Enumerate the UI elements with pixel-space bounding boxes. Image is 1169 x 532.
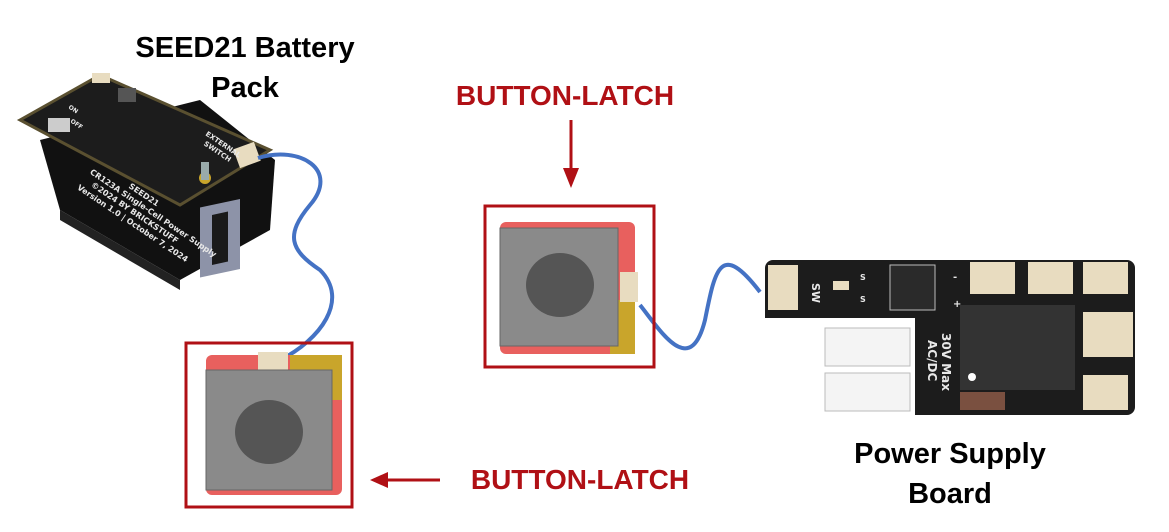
pcb-s1-text: S xyxy=(860,273,866,282)
button-latch-top-label: BUTTON-LATCH xyxy=(455,80,675,111)
battery-pack-illustration: SEED21 CR123A Single-Cell Power Supply ©… xyxy=(16,73,275,290)
wire-battery-to-latch xyxy=(257,152,335,362)
button-latch-bottom-label: BUTTON-LATCH xyxy=(470,464,690,495)
battery-pack-label: SEED21 Battery Pack xyxy=(135,32,355,104)
button-latch-bottom-illustration xyxy=(184,341,354,509)
power-supply-board-illustration: SW S S - + 30V Max AC/DC xyxy=(765,260,1135,418)
pcb-rating-text: 30V Max xyxy=(939,333,953,391)
pcb-type-text: AC/DC xyxy=(925,340,939,381)
arrow-down-icon xyxy=(563,120,579,188)
pcb-plus-text: + xyxy=(953,299,961,310)
wire-latch-to-board xyxy=(638,262,762,351)
button-latch-top-illustration xyxy=(483,204,656,369)
pcb-on-text: ON xyxy=(67,104,79,115)
power-supply-board-label: Power Supply Board xyxy=(854,438,1046,510)
pcb-sw-text: SW xyxy=(809,283,822,303)
pcb-s2-text: S xyxy=(860,295,866,304)
pcb-minus-text: - xyxy=(953,272,957,283)
arrow-left-icon xyxy=(370,472,440,488)
